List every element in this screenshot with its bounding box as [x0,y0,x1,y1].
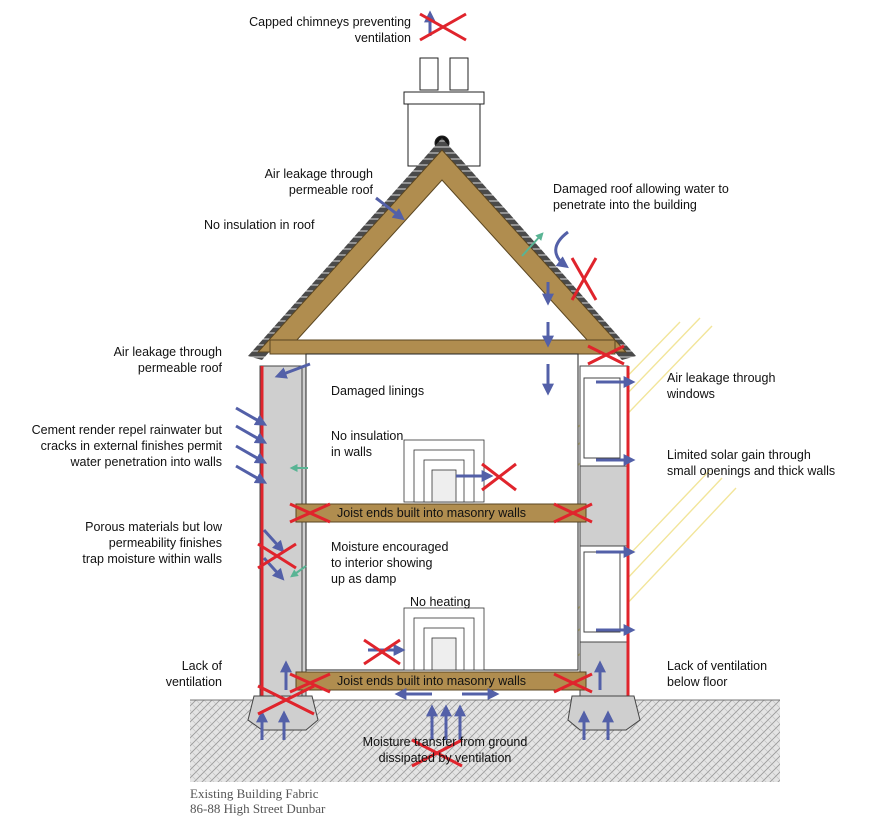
annotation-no-heating: No heating [410,595,471,609]
annotation-capped-chimneys: Capped chimneys preventing ventilation [249,15,411,45]
annotation-no-insulation-roof: No insulation in roof [204,218,315,232]
moisture-arrows [289,232,544,578]
annotation-joist-upper: Joist ends built into masonry walls [337,506,526,520]
fireplace-upper [403,439,485,503]
caption-subtitle: 86-88 High Street Dunbar [190,801,326,816]
chimney [403,57,485,167]
right-wall [579,365,630,700]
floor-joists [295,503,587,691]
roof [248,138,636,360]
caption-title: Existing Building Fabric [190,786,319,801]
annotation-joist-lower: Joist ends built into masonry walls [337,674,526,688]
annotation-damaged-linings: Damaged linings [331,384,425,398]
annotation-porous-materials: Porous materials but low permeability fi… [82,520,222,566]
annotation-moisture-ground: Moisture transfer from ground dissipated… [362,735,528,765]
annotation-air-leak-roof-upper: Air leakage through permeable roof [264,167,373,197]
annotation-cement-render: Cement render repel rainwater but cracks… [31,423,222,469]
left-wall [259,365,307,700]
annotation-air-leak-windows: Air leakage through windows [667,371,776,401]
fireplace-lower [403,607,485,671]
annotation-damaged-roof: Damaged roof allowing water to penetrate… [553,182,729,212]
flow-arrows [235,10,636,740]
annotation-moisture-interior: Moisture encouraged to interior showing … [331,540,449,586]
red-crosses [257,12,625,768]
interior [305,353,579,671]
annotation-limited-solar: Limited solar gain through small opening… [667,448,836,478]
annotation-air-leak-roof-lower: Air leakage through permeable roof [113,345,222,375]
annotation-lack-ventilation-floor: Lack of ventilation below floor [667,659,768,689]
annotation-no-insulation-walls: No insulation in walls [331,429,404,459]
annotation-lack-ventilation: Lack of ventilation [165,659,222,689]
